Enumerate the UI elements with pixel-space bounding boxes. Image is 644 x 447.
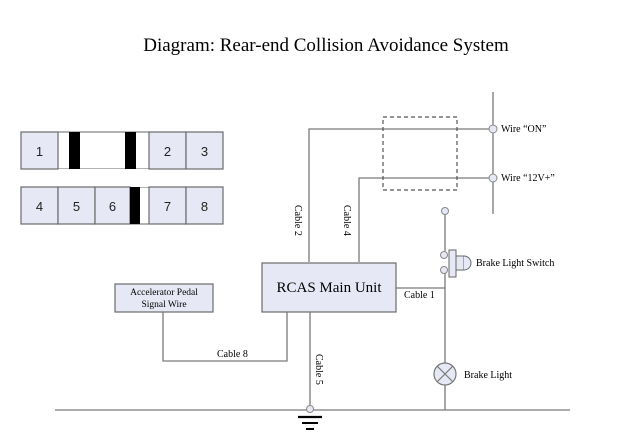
pin-1-label: 1: [36, 144, 43, 159]
pin-2-label: 2: [164, 144, 171, 159]
accelerator-label-line2: Signal Wire: [141, 300, 186, 310]
brake-light-icon: [433, 362, 457, 386]
diagram-title: Diagram: Rear-end Collision Avoidance Sy…: [143, 35, 509, 56]
pin-5: [57, 186, 96, 225]
brake-light-switch-label: Brake Light Switch: [476, 258, 554, 269]
pin-8-label: 8: [201, 199, 208, 214]
switch-terminal-a: [440, 251, 448, 259]
cable-1-label: Cable 1: [404, 290, 435, 301]
cable-2-wire: [308, 128, 489, 262]
switch-top-terminal: [441, 207, 449, 215]
pin-7: [148, 186, 187, 225]
cable-4-wire: [358, 177, 489, 262]
rcas-main-unit-label: RCAS Main Unit: [276, 280, 382, 296]
brake-light-label: Brake Light: [464, 370, 512, 381]
pin-1: [20, 131, 59, 170]
pin-6: [94, 186, 131, 225]
pin-8: [185, 186, 224, 225]
connector-pinout: 1 2 3 4 5 6 7 8: [20, 131, 224, 225]
cable-8-label: Cable 8: [217, 349, 248, 360]
connector-gap: [21, 169, 223, 187]
key-block-3: [130, 187, 140, 224]
pin-3-label: 3: [201, 144, 208, 159]
pin-6-label: 6: [109, 199, 116, 214]
key-block-2: [125, 132, 136, 169]
ground-terminal: [306, 405, 314, 413]
key-block-1: [69, 132, 80, 169]
accelerator-label-line1: Accelerator Pedal: [130, 288, 198, 298]
cable-2-label: Cable 2: [292, 205, 303, 236]
accelerator-pedal-box: [114, 283, 214, 313]
pin-5-label: 5: [73, 199, 80, 214]
dashed-enclosure: [382, 116, 458, 191]
pin-3: [185, 131, 224, 170]
wire-12v-terminal: [488, 173, 498, 183]
wire-on-terminal: [488, 124, 498, 134]
cable-5-label: Cable 5: [313, 354, 324, 385]
switch-terminal-b: [440, 266, 448, 274]
pin-4-label: 4: [36, 199, 43, 214]
brake-light-switch-icon: [448, 249, 472, 278]
wire-on-label: Wire “ON”: [501, 124, 546, 135]
pin-7-label: 7: [164, 199, 171, 214]
ground-icon: [298, 415, 322, 430]
rcas-main-unit: [261, 262, 397, 313]
cable-8-wire: [162, 312, 288, 362]
pin-4: [20, 186, 59, 225]
wire-12v-label: Wire “12V+”: [501, 173, 555, 184]
cable-4-label: Cable 4: [341, 205, 352, 236]
